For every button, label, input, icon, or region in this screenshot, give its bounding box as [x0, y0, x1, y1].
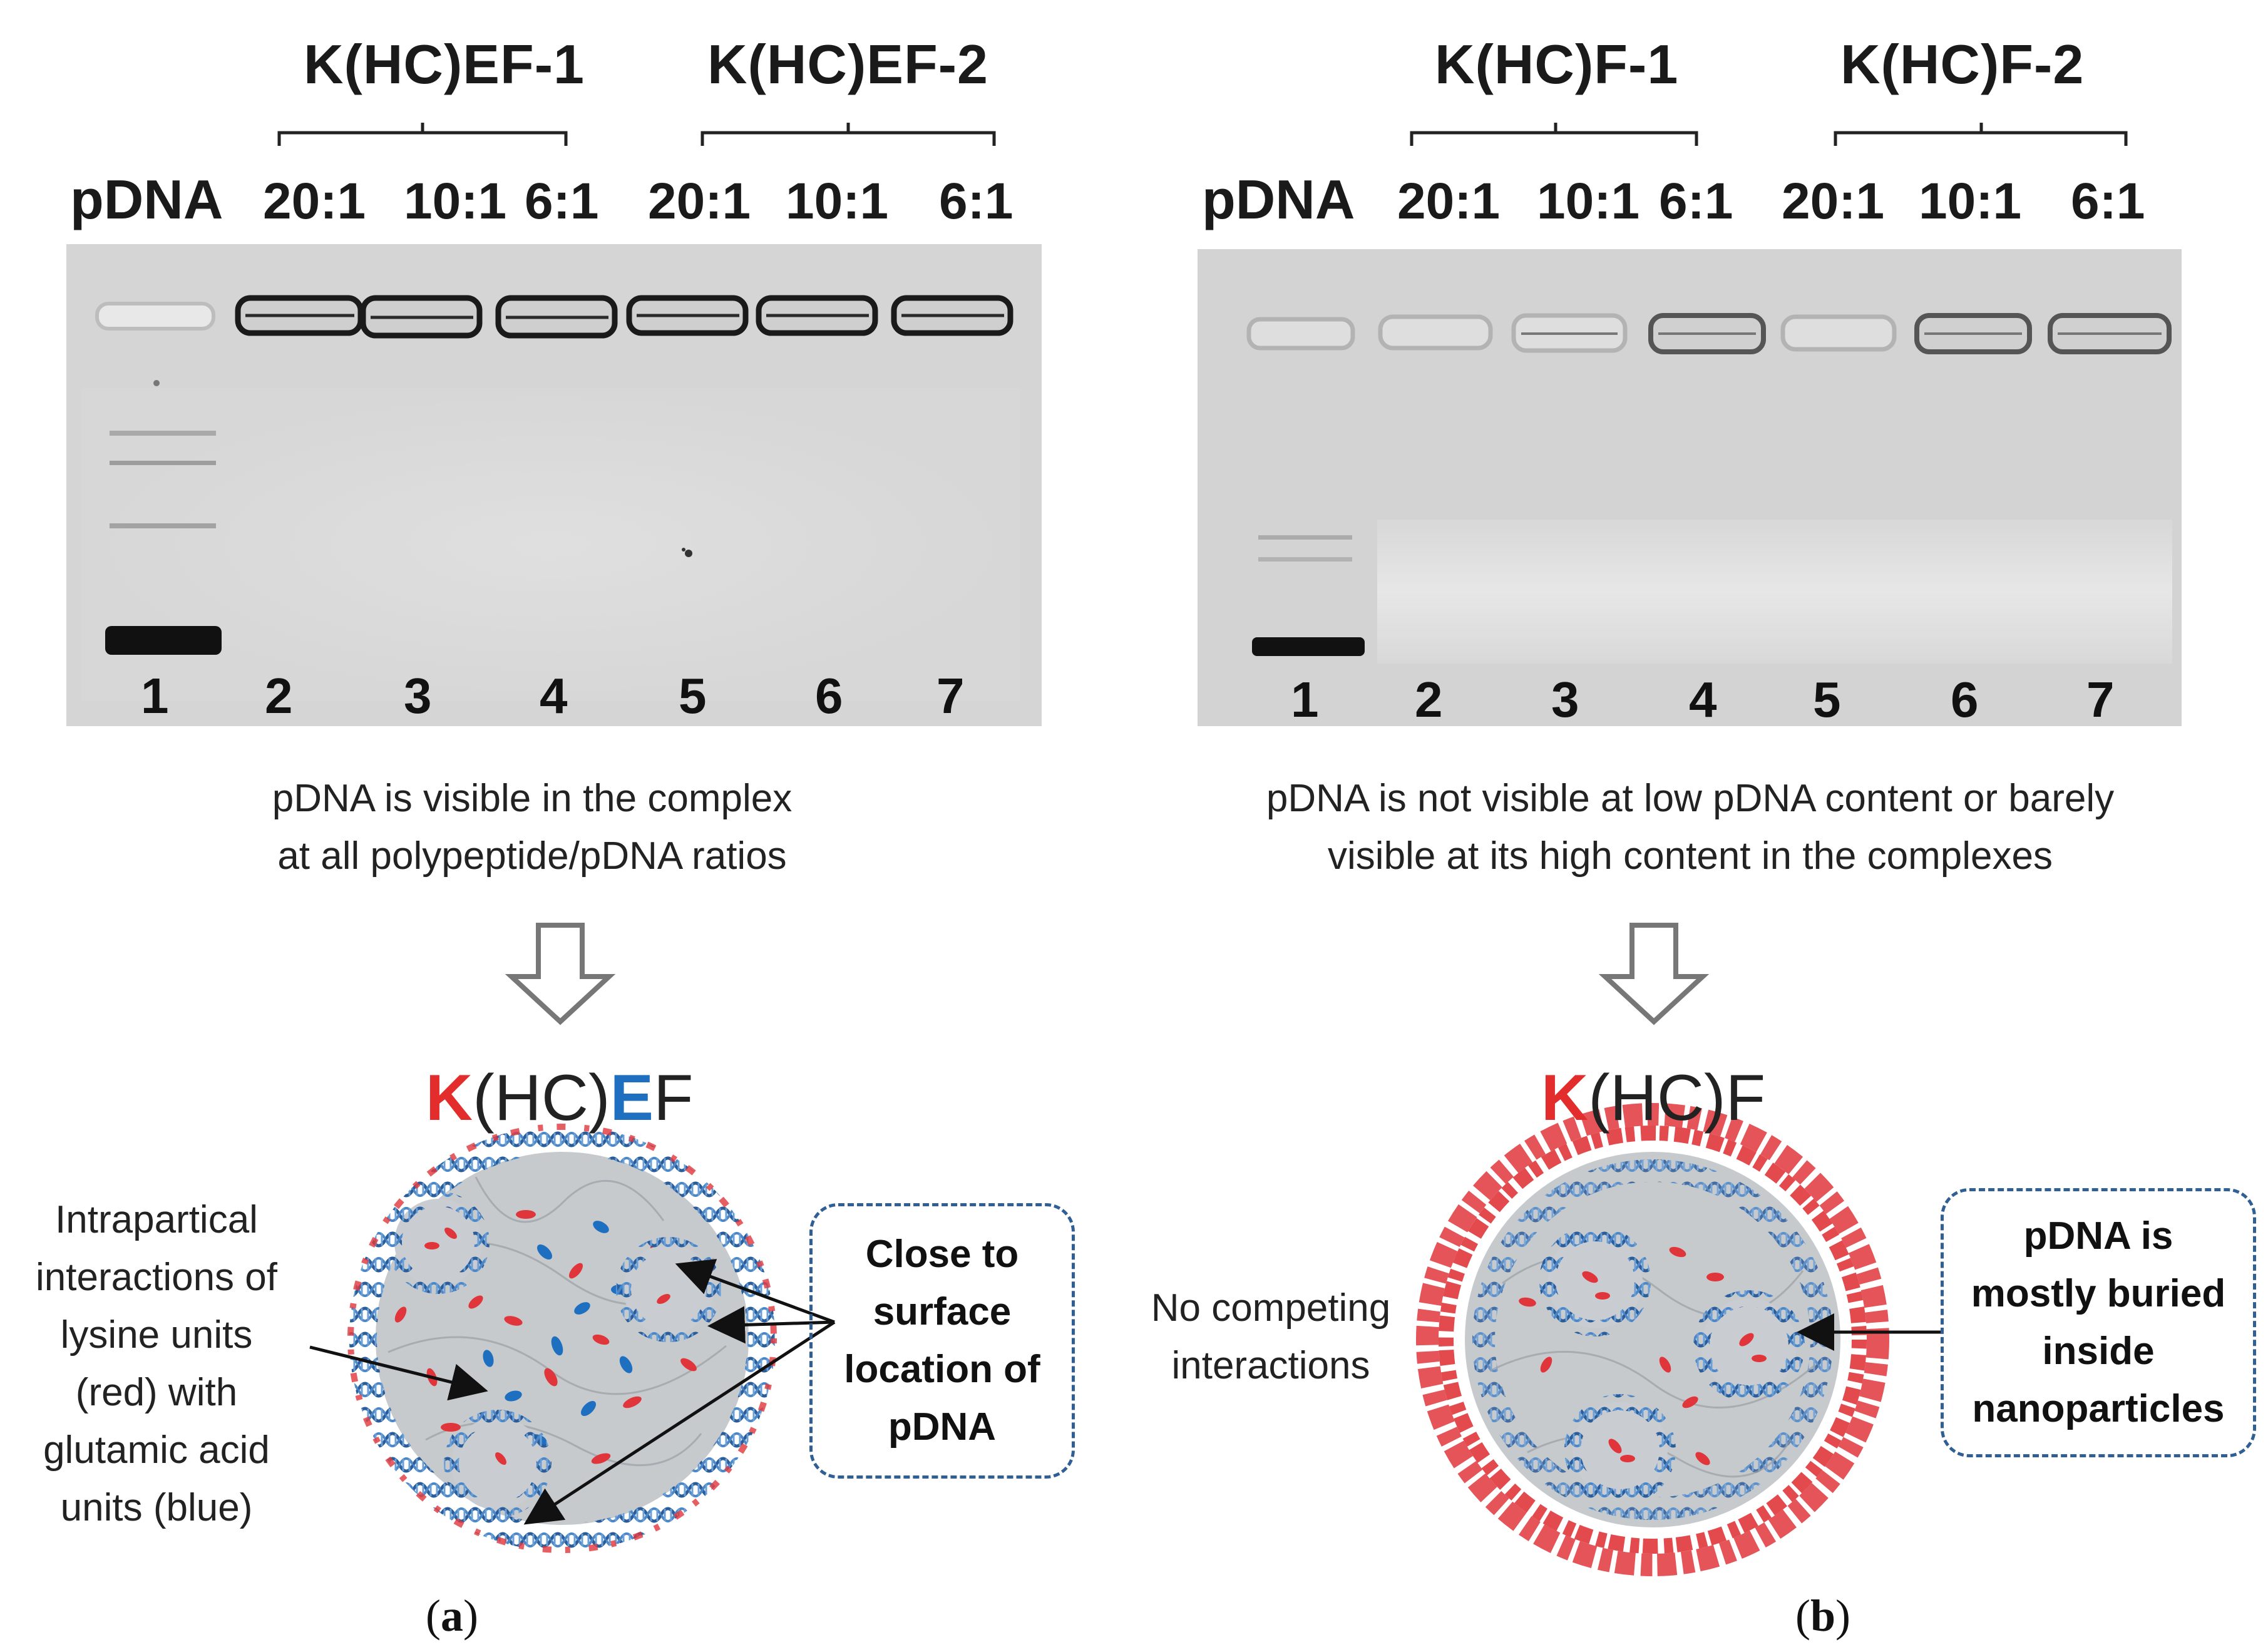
formula-a-tail: F [653, 1062, 694, 1134]
nanoparticle-a [347, 1124, 777, 1553]
formula-b-tail: F [1725, 1062, 1766, 1134]
panel-label-b: (b) [1795, 1591, 1851, 1641]
group-label-b1: K(HC)F-1 [1435, 33, 1679, 95]
left-note-b: No competing interactions [1121, 1280, 1421, 1395]
gel-image-b [1198, 249, 2182, 726]
lane-number-b-1: 1 [1291, 672, 1319, 727]
lane-number-b-6: 6 [1951, 672, 1979, 727]
lane-number-a-5: 5 [679, 668, 707, 724]
callout-b-line-4: nanoparticles [1972, 1387, 2225, 1430]
callout-a-line-3: location of [844, 1348, 1040, 1391]
left-note-a-line-6: units (blue) [60, 1486, 253, 1529]
caption-b-line-1: pDNA is not visible at low pDNA content … [1266, 777, 2115, 820]
lane-header-a-7: 6:1 [939, 173, 1013, 230]
left-note-a-line-3: lysine units [60, 1313, 253, 1357]
lane-header-b-4: 6:1 [1659, 173, 1733, 230]
left-note-a: Intrapartical interactions of lysine uni… [13, 1191, 300, 1537]
formula-a-k: K [426, 1062, 473, 1134]
caption-b-line-2: visible at its high content in the compl… [1328, 834, 2053, 878]
caption-a: pDNA is visible in the complex at all po… [144, 770, 920, 885]
callout-b-line-3: inside [2042, 1330, 2155, 1373]
lane-number-a-6: 6 [815, 668, 843, 724]
callout-b-line-2: mostly buried [1971, 1272, 2226, 1315]
lane-header-pdna-a: pDNA [70, 168, 223, 230]
lane-number-b-3: 3 [1551, 672, 1579, 727]
pointer-arrows-a [309, 1259, 836, 1525]
callout-b-line-1: pDNA is [2023, 1214, 2173, 1258]
group-label-b2: K(HC)F-2 [1840, 33, 2085, 95]
left-note-a-line-1: Intrapartical [55, 1198, 258, 1241]
gel-image-a [66, 244, 1042, 726]
lane-header-b-2: 20:1 [1397, 173, 1501, 230]
lane-number-b-4: 4 [1689, 672, 1717, 727]
formula-a-mid: (HC) [473, 1062, 610, 1134]
callout-a-line-1: Close to [865, 1233, 1019, 1276]
caption-b: pDNA is not visible at low pDNA content … [1177, 770, 2204, 885]
callout-box-b: pDNA is mostly buried inside nanoparticl… [1941, 1188, 2256, 1457]
down-arrow-a [505, 923, 616, 1025]
group-bracket-b2 [1834, 123, 2128, 146]
group-bracket-a1 [277, 123, 568, 146]
formula-b-k: K [1541, 1062, 1589, 1134]
lane-header-b-6: 10:1 [1919, 173, 2022, 230]
group-label-a1: K(HC)EF-1 [304, 33, 585, 95]
callout-a-line-2: surface [873, 1290, 1012, 1333]
lane-header-b-5: 20:1 [1782, 173, 1885, 230]
caption-a-line-2: at all polypeptide/pDNA ratios [277, 834, 787, 878]
formula-a: K(HC)EF [426, 1061, 694, 1136]
callout-a-line-4: pDNA [888, 1405, 997, 1449]
lane-header-a-3: 10:1 [404, 173, 507, 230]
lane-header-a-5: 20:1 [648, 173, 751, 230]
lane-number-b-7: 7 [2086, 672, 2115, 727]
lane-number-a-1: 1 [141, 668, 169, 724]
lane-number-a-3: 3 [404, 668, 432, 724]
lane-header-a-6: 10:1 [786, 173, 889, 230]
down-arrow-b [1598, 923, 1710, 1025]
lane-number-a-4: 4 [540, 668, 568, 724]
left-note-b-line-1: No competing [1151, 1286, 1391, 1330]
lane-header-a-4: 6:1 [525, 173, 599, 230]
group-bracket-a2 [700, 123, 996, 146]
lane-header-a-2: 20:1 [263, 173, 366, 230]
lane-number-a-7: 7 [936, 668, 965, 724]
formula-b: K(HC)F [1541, 1061, 1765, 1136]
lane-number-b-2: 2 [1415, 672, 1443, 727]
group-label-a2: K(HC)EF-2 [707, 33, 988, 95]
lane-header-b-7: 6:1 [2071, 173, 2145, 230]
formula-b-mid: (HC) [1588, 1062, 1726, 1134]
caption-a-line-1: pDNA is visible in the complex [272, 777, 793, 820]
lane-number-a-2: 2 [265, 668, 293, 724]
left-note-b-line-2: interactions [1171, 1344, 1370, 1387]
group-bracket-b1 [1410, 123, 1698, 146]
callout-box-a: Close to surface location of pDNA [809, 1203, 1075, 1479]
panel-label-a: (a) [426, 1591, 478, 1641]
left-note-a-line-5: glutamic acid [43, 1429, 270, 1472]
nanoparticle-b [1416, 1103, 1889, 1576]
lane-header-pdna-b: pDNA [1202, 168, 1355, 230]
lane-header-b-3: 10:1 [1537, 173, 1640, 230]
left-note-a-line-2: interactions of [36, 1256, 277, 1299]
formula-a-e: E [610, 1062, 654, 1134]
left-note-a-line-4: (red) with [75, 1371, 238, 1414]
lane-number-b-5: 5 [1813, 672, 1841, 727]
